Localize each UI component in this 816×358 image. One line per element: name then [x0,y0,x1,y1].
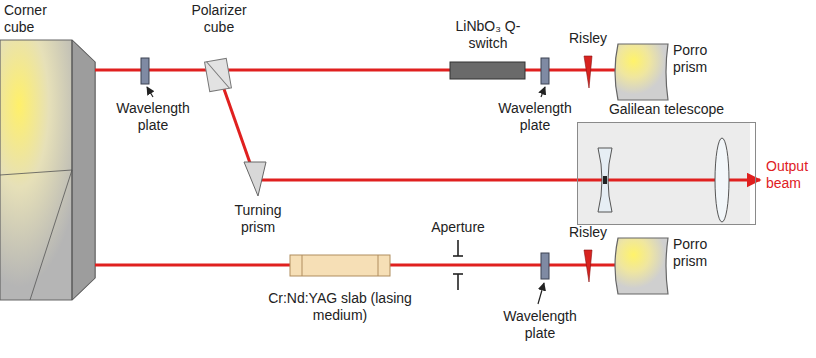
part-label: Aperture [425,219,491,236]
output-label: Output beam [766,158,814,191]
polarizer-cube [205,58,232,91]
risley-wedge [584,56,592,282]
part-label: Risley [558,30,618,47]
leader-arrow [147,87,545,304]
part-label: Polarizer cube [183,2,255,35]
part-label: Risley [558,224,618,241]
q-switch [450,62,525,79]
laser-slab [290,255,390,276]
part-label: Turning prism [222,202,294,235]
aperture [453,240,463,290]
part-label: Corner cube [4,2,66,35]
telescope-lens [598,138,729,222]
part-label: Porro prism [673,236,735,269]
part-label: Wavelength plate [495,100,575,133]
corner-cube [0,40,95,300]
part-label: Wavelength plate [112,100,194,133]
box-heading: Galilean telescope [578,101,755,117]
porro-prism [615,44,668,294]
turning-prism [244,162,266,196]
part-label: Cr:Nd:YAG slab (lasing medium) [262,290,418,323]
telescope-housing [577,122,750,225]
wavelength-plate [141,58,549,279]
part-label: Porro prism [673,42,735,75]
telescope-box: Galilean telescope [577,122,756,225]
part-label: LiNbO₃ Q-switch [443,18,533,51]
part-label: Wavelength plate [500,308,580,341]
